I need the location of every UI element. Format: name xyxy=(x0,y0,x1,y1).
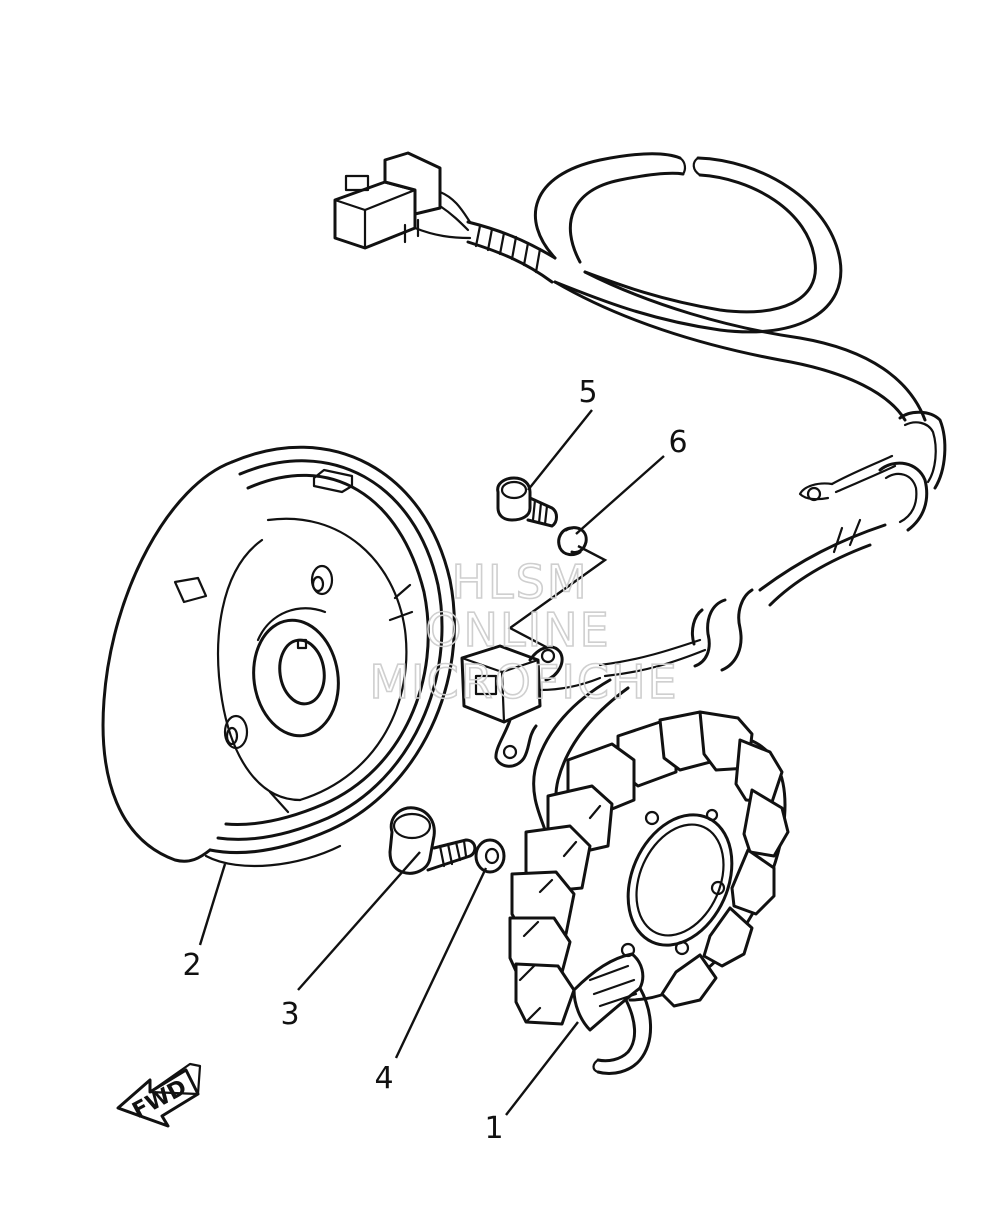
forward-direction-arrow: FWD xyxy=(116,1062,202,1128)
callout-1: 1 xyxy=(484,1111,503,1146)
leader-line-2 xyxy=(198,863,227,946)
watermark-line-2: ONLINE xyxy=(425,603,610,657)
leader-line-1 xyxy=(505,1021,579,1116)
callout-6: 6 xyxy=(668,425,687,460)
leader-line-3 xyxy=(297,851,421,991)
callout-labels: 5 6 2 3 4 1 xyxy=(182,375,687,1146)
leader-lines xyxy=(198,409,665,1116)
leader-line-6 xyxy=(575,455,665,535)
harness-connector xyxy=(333,151,472,250)
watermark: HLSM ONLINE MICROFICHE xyxy=(369,554,678,710)
wire-harness xyxy=(466,152,947,832)
rotor-bolt xyxy=(388,806,477,875)
leader-line-5 xyxy=(527,409,593,491)
watermark-line-3: MICROFICHE xyxy=(369,655,678,709)
pickup-coil xyxy=(460,644,602,768)
rotor-flywheel xyxy=(101,445,456,868)
callout-4: 4 xyxy=(374,1061,393,1096)
leader-line-4 xyxy=(394,867,488,1059)
callout-2: 2 xyxy=(182,948,201,983)
pickup-washer xyxy=(557,526,588,557)
rotor-washer xyxy=(474,838,506,874)
leader-line-6-pickup xyxy=(507,544,608,650)
callout-3: 3 xyxy=(280,997,299,1032)
pickup-screw xyxy=(496,476,558,528)
callout-5: 5 xyxy=(578,375,597,410)
stator-coil xyxy=(508,710,790,1075)
watermark-line-1: HLSM xyxy=(451,555,588,609)
